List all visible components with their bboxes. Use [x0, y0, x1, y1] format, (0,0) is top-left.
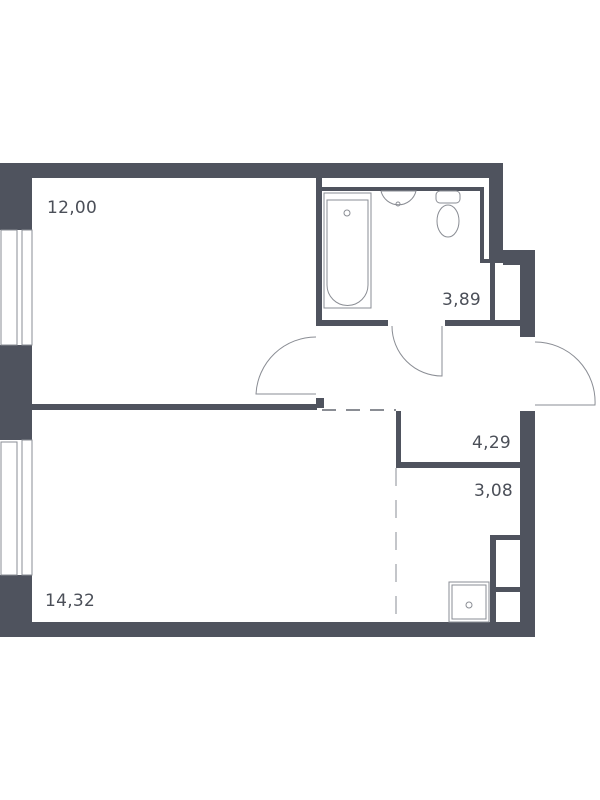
window-room-2	[0, 441, 18, 576]
wall-shaft-inner	[490, 263, 495, 323]
room-2-area: 14,32	[45, 591, 96, 611]
room-1-area: 12,00	[47, 198, 98, 218]
wall-left-upper	[0, 163, 32, 230]
wall-right-shaft	[503, 250, 535, 265]
wall-kitchen-shaft-top	[490, 535, 520, 540]
wall-kitchen-shaft-left	[490, 535, 496, 622]
bathtub	[323, 192, 372, 309]
door-bathroom	[391, 325, 443, 377]
wall-right-shaft-side	[520, 265, 535, 337]
stove-burner	[465, 601, 473, 609]
wall-right-lower	[520, 411, 535, 637]
window-room-1	[0, 229, 18, 346]
wall-bath-inner-top	[322, 187, 482, 191]
window-room-2-frame	[21, 439, 33, 576]
wall-bath-bottom-right	[445, 320, 495, 326]
wall-room-divider	[32, 404, 317, 410]
window-room-1-frame	[21, 229, 33, 346]
wall-bath-inner-step	[480, 259, 492, 263]
hallway-area: 4,29	[472, 433, 512, 453]
wall-right-bath	[489, 163, 503, 263]
stove-inner	[451, 584, 487, 620]
wall-bath-inner-right	[480, 187, 484, 261]
wall-left-mid	[0, 345, 32, 440]
wall-bottom	[0, 622, 535, 637]
stove	[448, 581, 490, 623]
wall-top	[0, 163, 494, 178]
wall-hall-left	[396, 411, 401, 467]
toilet-bowl	[436, 204, 460, 238]
wall-kitchen-shaft-mid	[490, 587, 520, 592]
kitchen-area: 3,08	[474, 481, 514, 501]
wall-stub	[316, 398, 324, 408]
toilet-tank	[435, 190, 461, 204]
door-room-1	[255, 336, 317, 395]
bathroom-area: 3,89	[442, 290, 482, 310]
bathtub-drain	[343, 209, 351, 217]
wall-hall-bottom	[396, 462, 520, 468]
wall-bath-left	[316, 178, 322, 326]
bathtub-inner	[326, 199, 369, 306]
sink-drain	[395, 201, 401, 207]
wall-bath-bottom-left	[316, 320, 388, 326]
door-entrance	[534, 341, 596, 406]
wall-shaft-bottom	[490, 320, 522, 326]
sink	[380, 190, 417, 206]
